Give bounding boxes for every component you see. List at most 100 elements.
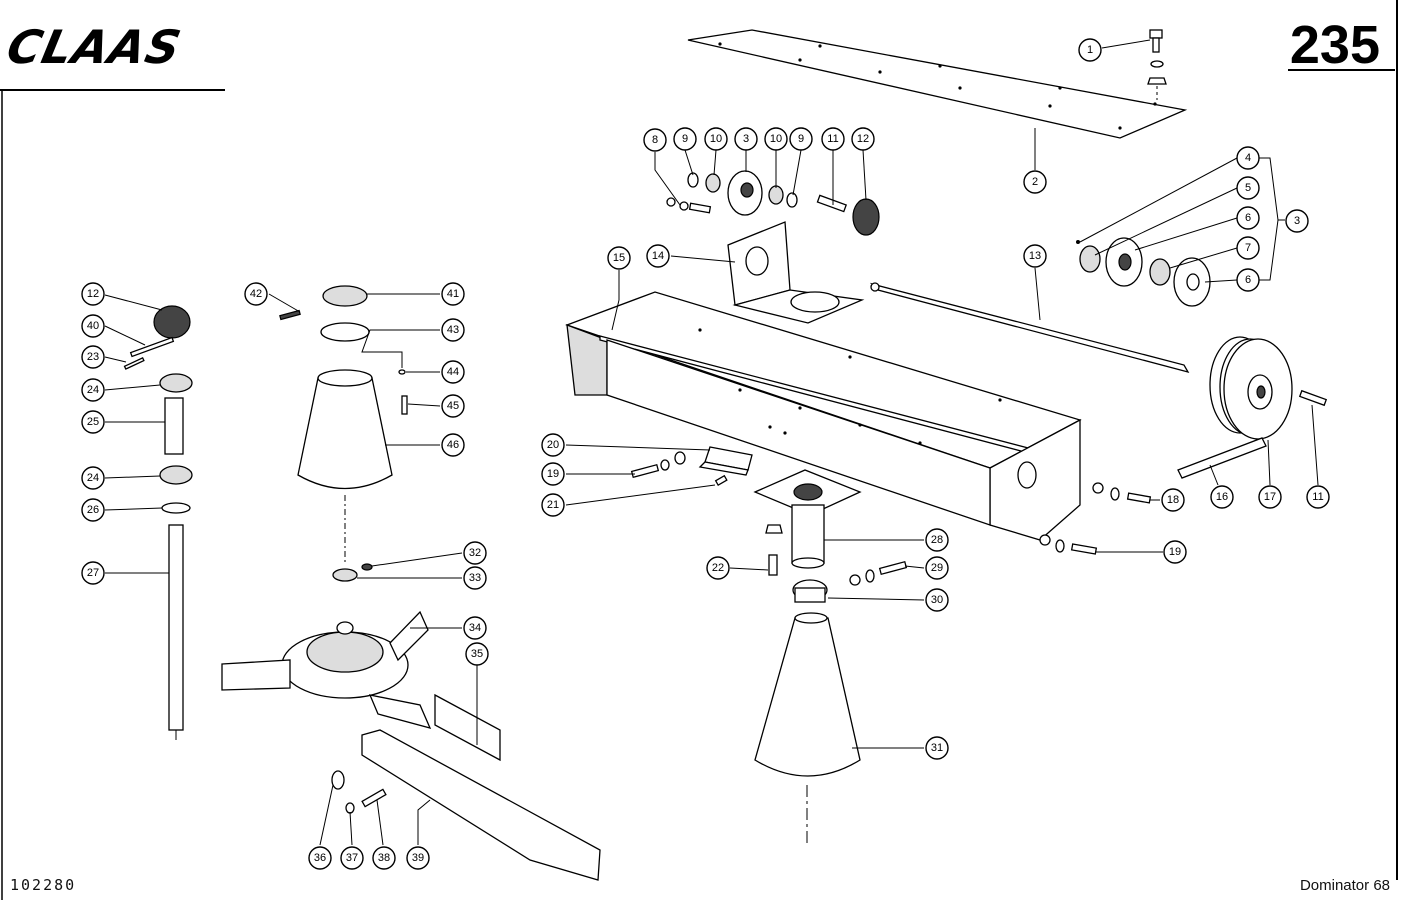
housing-hardware-drawing — [1039, 482, 1152, 555]
callout-43: 43 — [441, 318, 465, 342]
angle-bracket-drawing — [630, 446, 753, 486]
svg-text:10: 10 — [710, 133, 722, 145]
callout-9-right: 9 — [789, 127, 813, 151]
callout-29: 29 — [925, 556, 949, 580]
callout-20: 20 — [541, 433, 565, 457]
rotor-drawing — [221, 610, 601, 881]
svg-text:24: 24 — [87, 384, 99, 396]
leader-lines — [104, 39, 1319, 846]
callout-13: 13 — [1023, 244, 1047, 268]
main-housing-drawing — [565, 291, 1082, 541]
svg-text:31: 31 — [931, 742, 943, 754]
funnel-drawing — [754, 612, 861, 845]
callout-46: 46 — [441, 433, 465, 457]
svg-text:19: 19 — [1169, 546, 1181, 558]
callout-35: 35 — [465, 642, 489, 666]
svg-text:3: 3 — [743, 133, 749, 145]
callout-4: 4 — [1236, 146, 1260, 170]
svg-text:12: 12 — [87, 288, 99, 300]
bearing-unit-top-drawing — [666, 170, 880, 236]
callout-2: 2 — [1023, 170, 1047, 194]
svg-text:43: 43 — [447, 324, 459, 336]
callout-31: 31 — [925, 736, 949, 760]
cone-assembly-drawing — [279, 285, 408, 582]
svg-text:33: 33 — [469, 572, 481, 584]
callout-3-top: 3 — [734, 127, 758, 151]
callout-5: 5 — [1236, 176, 1260, 200]
callout-39: 39 — [406, 846, 430, 870]
svg-text:23: 23 — [87, 351, 99, 363]
svg-text:37: 37 — [346, 852, 358, 864]
bracket-14-drawing — [727, 221, 865, 324]
svg-text:41: 41 — [447, 288, 459, 300]
svg-text:13: 13 — [1029, 250, 1041, 262]
svg-text:44: 44 — [447, 366, 459, 378]
svg-text:9: 9 — [682, 133, 688, 145]
svg-text:9: 9 — [798, 133, 804, 145]
callout-40: 40 — [81, 314, 105, 338]
callout-12-left: 12 — [81, 282, 105, 306]
callout-33: 33 — [463, 566, 487, 590]
drawing-code: 102280 — [10, 876, 77, 894]
callout-23: 23 — [81, 345, 105, 369]
shaft-13-drawing — [869, 282, 1190, 374]
svg-text:39: 39 — [412, 852, 424, 864]
callout-11-right: 11 — [1306, 485, 1330, 509]
callout-14: 14 — [646, 244, 670, 268]
svg-text:11: 11 — [827, 133, 838, 145]
svg-text:19: 19 — [547, 468, 559, 480]
callout-45: 45 — [441, 394, 465, 418]
svg-text:34: 34 — [469, 622, 481, 634]
svg-text:26: 26 — [87, 504, 99, 516]
callout-25: 25 — [81, 410, 105, 434]
svg-text:17: 17 — [1264, 491, 1276, 503]
svg-text:45: 45 — [447, 400, 459, 412]
svg-text:3: 3 — [1294, 215, 1300, 227]
callout-42: 42 — [244, 282, 268, 306]
callout-18: 18 — [1161, 488, 1185, 512]
left-shaft-assembly-drawing — [123, 305, 193, 740]
callout-8: 8 — [643, 128, 667, 152]
callout-26: 26 — [81, 498, 105, 522]
svg-text:7: 7 — [1245, 242, 1251, 254]
page-number: 235 — [1289, 15, 1380, 75]
callout-10-right: 10 — [764, 127, 788, 151]
svg-text:21: 21 — [547, 499, 559, 511]
svg-text:40: 40 — [87, 320, 99, 332]
callout-37: 37 — [340, 846, 364, 870]
callout-10-left: 10 — [704, 127, 728, 151]
svg-text:15: 15 — [613, 252, 625, 264]
model-name: Dominator 68 — [1299, 877, 1390, 894]
part-drawings — [123, 29, 1328, 881]
callout-3-right: 3 — [1285, 209, 1309, 233]
callout-11-top: 11 — [821, 127, 845, 151]
svg-text:35: 35 — [471, 648, 483, 660]
callout-16: 16 — [1210, 485, 1234, 509]
callout-15: 15 — [607, 246, 631, 270]
callout-17: 17 — [1258, 485, 1282, 509]
svg-text:14: 14 — [652, 250, 664, 262]
svg-text:20: 20 — [547, 439, 559, 451]
svg-text:30: 30 — [931, 594, 943, 606]
svg-text:42: 42 — [250, 288, 262, 300]
callout-44: 44 — [441, 360, 465, 384]
callout-28: 28 — [925, 528, 949, 552]
callout-41: 41 — [441, 282, 465, 306]
svg-text:5: 5 — [1245, 182, 1251, 194]
svg-text:22: 22 — [712, 562, 724, 574]
svg-text:16: 16 — [1216, 491, 1228, 503]
mount-tube-drawing — [753, 469, 862, 576]
callout-12-top: 12 — [851, 127, 875, 151]
svg-text:24: 24 — [87, 472, 99, 484]
callout-30: 30 — [925, 588, 949, 612]
svg-text:18: 18 — [1167, 494, 1179, 506]
svg-text:10: 10 — [770, 133, 782, 145]
pulley-drawing — [1177, 336, 1328, 479]
bearing-unit-right-drawing — [1076, 237, 1211, 307]
callout-32: 32 — [463, 541, 487, 565]
svg-text:1: 1 — [1087, 44, 1093, 56]
callouts: 1 2 3 3 4 5 6 6 7 8 9 9 10 10 11 11 12 1… — [81, 38, 1330, 870]
